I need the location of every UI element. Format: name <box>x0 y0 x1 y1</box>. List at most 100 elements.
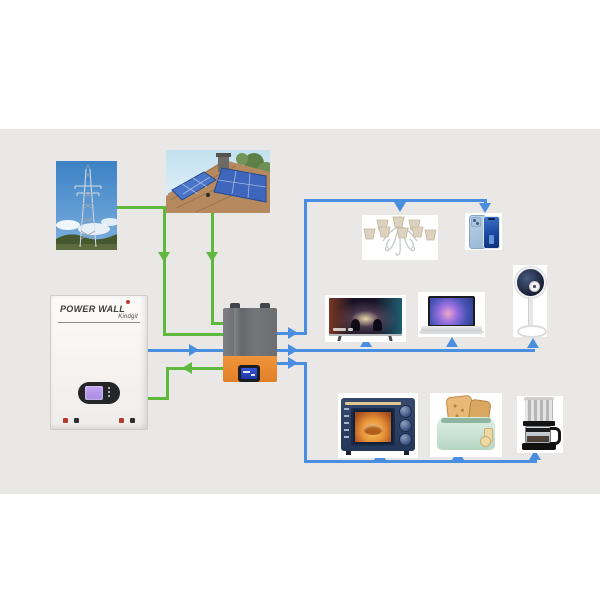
battery-terminal <box>74 418 79 423</box>
chandelier <box>362 215 438 260</box>
flow-line-top-row <box>304 199 307 335</box>
flow-line-solar-to-inverter <box>211 212 214 325</box>
toaster <box>430 393 502 457</box>
brand-mark-icon <box>126 300 131 304</box>
flow-line-solar-to-inverter <box>211 322 223 325</box>
arrow-down-icon <box>158 252 170 262</box>
oven-leg <box>346 451 351 455</box>
tv-leg <box>337 336 342 341</box>
inverter-highlight <box>234 308 241 356</box>
tv-base-bar <box>329 334 402 336</box>
flow-line-inverter-to-battery <box>166 367 169 400</box>
arrow-down-icon <box>206 252 218 262</box>
oven-knob <box>399 433 412 446</box>
toaster-slot <box>441 418 491 423</box>
tv-leg <box>388 336 393 341</box>
fan-pole <box>528 297 533 327</box>
lcd-digit <box>251 374 255 376</box>
flow-line-battery-to-inverter <box>145 349 223 352</box>
battery-label: POWER WALL <box>60 304 125 314</box>
oven-control-strip <box>344 408 349 442</box>
solar-roof-photo <box>166 150 275 213</box>
solar-roof-illustration <box>166 150 275 213</box>
tv-scene-figure <box>351 319 360 331</box>
arrow-up-icon <box>360 337 372 347</box>
hybrid-inverter <box>223 303 277 382</box>
toast-pattern <box>453 404 457 408</box>
fan-head <box>515 267 546 298</box>
brand-logo: Kindgit <box>118 300 138 323</box>
camera-lens <box>473 219 476 222</box>
fan-hub <box>530 282 539 291</box>
transmission-tower-illustration <box>56 161 119 250</box>
toaster-oven <box>338 393 418 458</box>
coffee-carafe <box>525 426 551 444</box>
arrow-left-icon <box>182 362 192 374</box>
flow-line-grid-to-inverter <box>163 206 166 336</box>
tv-screen-text <box>348 328 353 331</box>
arrow-up-icon <box>529 450 541 460</box>
laptop <box>418 292 485 337</box>
flow-line-inverter-to-battery <box>166 367 223 370</box>
arrow-right-icon <box>189 344 199 356</box>
oven-glass-glow <box>355 412 391 442</box>
camera-lens <box>476 222 479 225</box>
flow-line-top-row <box>484 199 487 205</box>
stand-fan <box>513 265 547 338</box>
arrow-right-icon <box>288 344 298 356</box>
phone-screen-highlight <box>489 235 494 244</box>
tv-screen <box>329 298 402 334</box>
brand-name: Kindgit <box>118 314 138 320</box>
laptop-screen <box>428 296 475 327</box>
coffee-maker <box>517 396 563 453</box>
phone-notch <box>488 218 495 220</box>
arrow-down-icon <box>479 203 491 213</box>
coffee-maker-filter-band <box>523 421 555 426</box>
phone-camera-module <box>471 217 481 227</box>
lcd-digit <box>243 371 250 373</box>
flow-line-middle-row <box>277 349 535 352</box>
arrow-up-icon <box>527 338 539 348</box>
mounting-tab <box>260 303 270 309</box>
flow-line-grid-to-inverter <box>115 206 166 209</box>
oven-leg <box>404 451 409 455</box>
phone-front <box>483 216 500 249</box>
flow-line-inverter-to-battery <box>145 397 169 400</box>
oven-knob <box>399 405 412 418</box>
chandelier-illustration <box>363 216 437 256</box>
television <box>325 295 406 342</box>
coffee-maker-lid <box>524 397 554 401</box>
tv-scene-figure <box>373 319 382 331</box>
toaster-body <box>437 417 495 450</box>
inverter-display <box>238 365 260 382</box>
arrow-up-icon <box>446 337 458 347</box>
inverter-body <box>223 308 277 382</box>
battery-lcd-display <box>85 386 103 400</box>
fan-hub-dot <box>533 285 536 288</box>
carafe-coffee <box>527 436 549 442</box>
tv-screen-text <box>333 328 346 331</box>
laptop-base <box>419 331 484 334</box>
roast-chicken <box>363 424 383 435</box>
oven-door-window <box>351 408 395 446</box>
battery-terminal <box>63 418 68 423</box>
battery-terminal <box>130 418 135 423</box>
laptop-keyboard-deck <box>421 326 482 332</box>
toaster-knob <box>480 436 491 447</box>
flow-line-bottom-row <box>304 460 537 463</box>
flow-line-bottom-row <box>304 362 307 463</box>
battery-terminal <box>119 418 124 423</box>
oven-knob <box>399 419 412 432</box>
arrow-right-icon <box>288 327 298 339</box>
carafe-band <box>526 428 550 432</box>
indicator-led <box>108 395 110 397</box>
indicator-led <box>108 391 110 393</box>
oven-trim <box>345 402 401 405</box>
smartphone <box>465 213 502 250</box>
toast-pattern <box>460 408 465 412</box>
indicator-led <box>108 387 110 389</box>
battery-control-panel <box>78 382 120 404</box>
coffee-maker-base <box>522 443 556 450</box>
flow-line-top-row <box>304 199 487 202</box>
